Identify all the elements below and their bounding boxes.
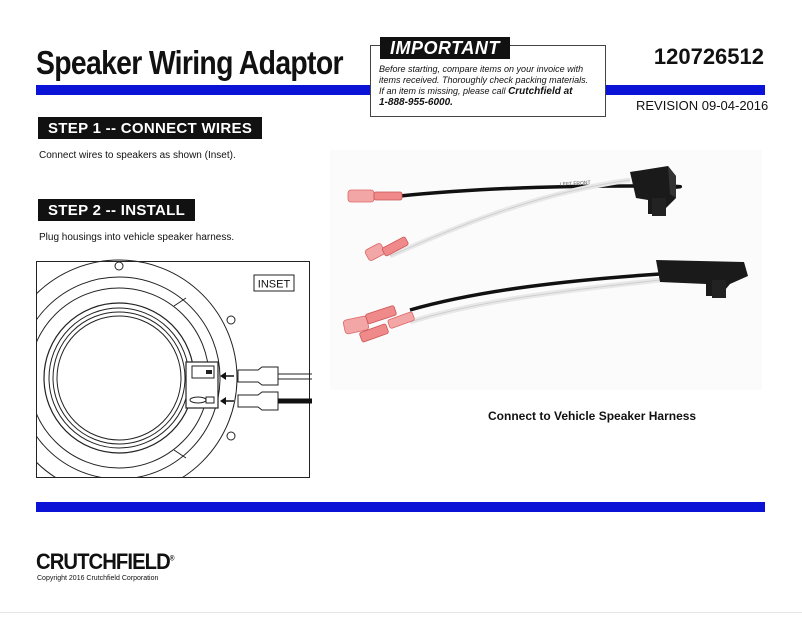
speaker-inset-diagram: INSET — [36, 259, 312, 478]
bottom-black-wire — [409, 272, 661, 312]
inset-label: INSET — [258, 279, 291, 291]
important-line-1: Before starting, compare items on your i… — [379, 64, 584, 74]
logo-text: CRUTCHFIELD — [36, 549, 171, 574]
speaker-frame-outer — [36, 259, 238, 478]
female-connector-top — [237, 366, 279, 386]
arrow-bottom-icon — [220, 397, 226, 405]
important-label: IMPORTANT — [380, 37, 510, 59]
important-line-3-bold: Crutchfield at — [508, 86, 573, 97]
terminal-positive — [191, 365, 215, 379]
step-2-text: Plug housings into vehicle speaker harne… — [39, 232, 235, 243]
bottom-pink-terminals — [342, 305, 415, 343]
female-connector-bottom — [237, 391, 279, 411]
mounting-hole-bottom — [226, 431, 236, 441]
terminal-negative — [189, 396, 207, 404]
wire-print: LEFT FRONT — [560, 180, 591, 188]
part-number: 120726512 — [653, 44, 764, 69]
bottom-divider — [0, 612, 802, 613]
top-connector-housing — [630, 166, 676, 216]
step-1-text: Connect wires to speakers as shown (Inse… — [39, 150, 236, 161]
page-title: Speaker Wiring Adaptor — [36, 44, 344, 81]
header-bar-right — [604, 85, 765, 95]
photo-caption: Connect to Vehicle Speaker Harness — [488, 409, 697, 423]
header-bar-left — [36, 85, 370, 95]
step-2-heading: STEP 2 -- INSTALL — [38, 199, 196, 221]
speaker-frame-ring — [36, 276, 221, 478]
important-line-2: items received. Thoroughly check packing… — [379, 75, 589, 85]
important-line-3: If an item is missing, please call Crutc… — [379, 86, 601, 97]
step-1-heading: STEP 1 -- CONNECT WIRES — [38, 117, 263, 139]
inset-label-box — [253, 274, 295, 292]
harness-adapter-photo: LEFT FRONT — [330, 150, 762, 390]
copyright-text: Copyright 2016 Crutchfield Corporation — [37, 575, 159, 582]
bottom-connector-housing — [656, 260, 748, 298]
top-pink-terminals — [347, 189, 409, 261]
revision-date: REVISION 09-04-2016 — [636, 98, 769, 113]
crutchfield-logo: CRUTCHFIELD® — [36, 549, 175, 575]
footer-bar — [36, 502, 765, 512]
important-line-3-text: If an item is missing, please call — [379, 86, 509, 96]
arrow-top-icon — [220, 372, 226, 380]
mounting-hole-top — [114, 261, 124, 271]
registered-mark: ® — [169, 555, 175, 563]
mounting-hole-right — [226, 315, 236, 325]
important-notice-text: Before starting, compare items on your i… — [379, 64, 601, 108]
important-phone: 1-888-955-6000. — [379, 97, 601, 108]
important-phone-text: 1-888-955-6000. — [379, 97, 453, 108]
